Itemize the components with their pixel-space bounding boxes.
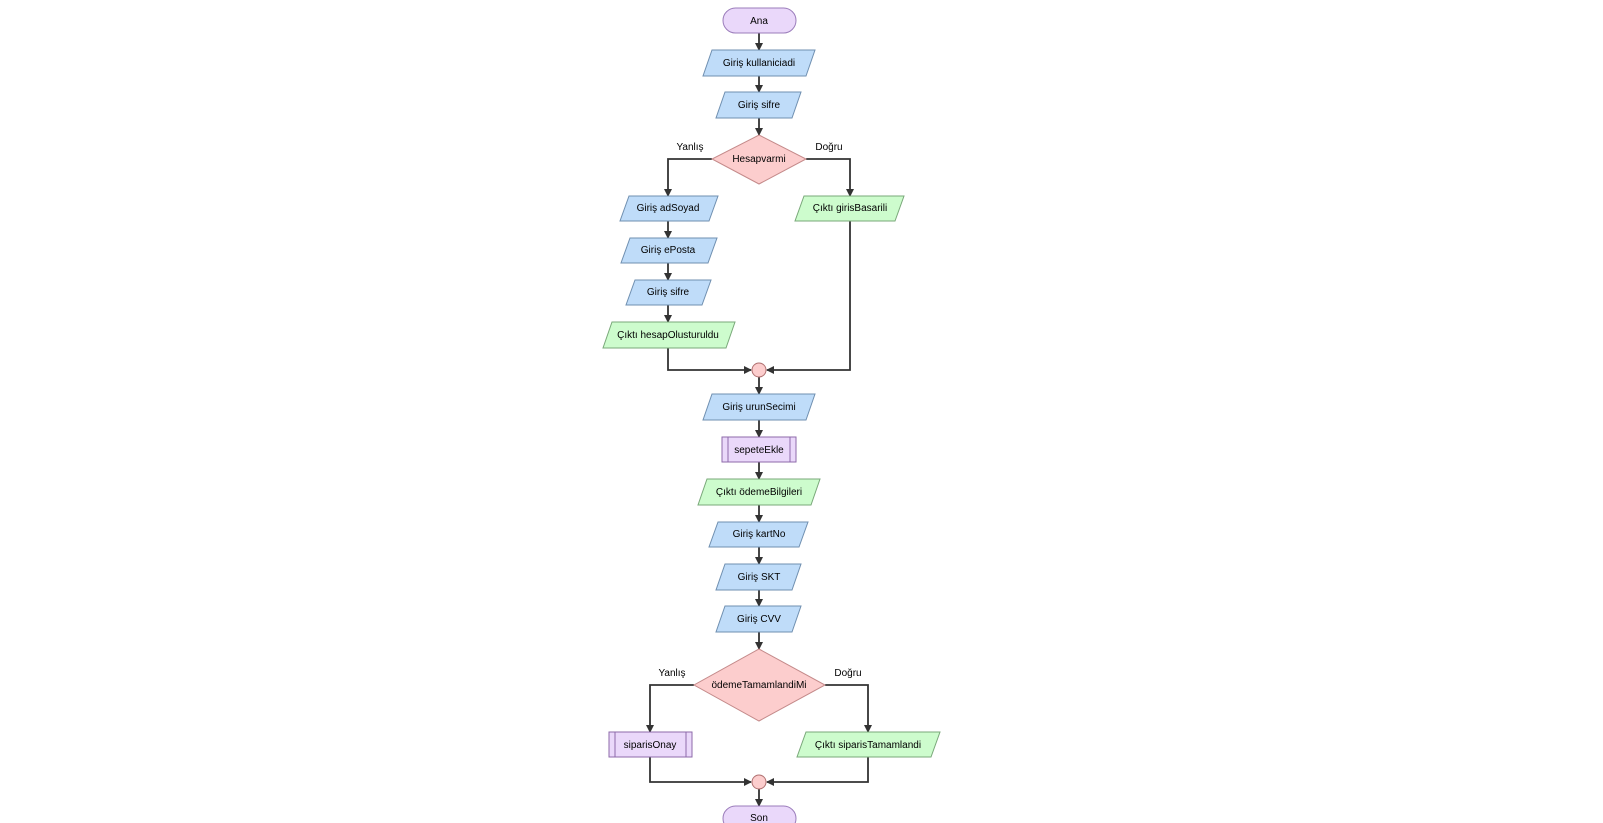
decision-account-node[interactable]: Hesapvarmi — [710, 134, 808, 185]
input-product-node[interactable]: Giriş urunSecimi — [702, 393, 816, 421]
input-password-label: Giriş sifre — [738, 100, 781, 111]
merge-connector-2 — [751, 774, 767, 790]
edge-confirm-merge — [649, 757, 752, 786]
flow-connectors — [646, 33, 872, 807]
edge-decision-true — [806, 158, 854, 197]
process-order-confirm-label: siparisOnay — [624, 740, 677, 751]
branch-true-label-2: Doğru — [834, 668, 861, 679]
input-username-label: Giriş kullaniciadi — [723, 58, 795, 69]
output-login-success-node[interactable]: Çıktı girisBasarili — [794, 195, 905, 222]
process-add-to-cart-node[interactable]: sepeteEkle — [721, 436, 797, 463]
edge-payment-false — [646, 684, 694, 733]
input-new-password-node[interactable]: Giriş sifre — [625, 279, 712, 306]
input-fullname-label: Giriş adSoyad — [637, 203, 700, 214]
output-payment-info-label: Çıktı ödemeBilgileri — [716, 487, 802, 498]
output-login-success-label: Çıktı girisBasarili — [813, 203, 887, 214]
start-label: Ana — [750, 16, 768, 27]
output-payment-info-node[interactable]: Çıktı ödemeBilgileri — [697, 478, 821, 506]
input-card-no-label: Giriş kartNo — [733, 529, 786, 540]
decision-account-label: Hesapvarmi — [732, 154, 785, 165]
decision-payment-label: ödemeTamamlandiMi — [711, 680, 806, 691]
input-product-label: Giriş urunSecimi — [722, 402, 795, 413]
input-fullname-node[interactable]: Giriş adSoyad — [619, 195, 719, 222]
branch-false-label-1: Yanlış — [676, 142, 703, 153]
edge-success-merge — [766, 221, 851, 374]
input-cvv-label: Giriş CVV — [737, 614, 781, 625]
start-terminal[interactable]: Ana — [722, 7, 797, 34]
edge-decision-false — [664, 158, 712, 197]
input-expiry-label: Giriş SKT — [738, 572, 781, 583]
input-new-password-label: Giriş sifre — [647, 287, 690, 298]
input-username-node[interactable]: Giriş kullaniciadi — [702, 49, 816, 77]
input-expiry-node[interactable]: Giriş SKT — [715, 563, 802, 591]
process-add-to-cart-label: sepeteEkle — [734, 445, 784, 456]
edge-created-merge — [667, 348, 752, 374]
output-order-complete-node[interactable]: Çıktı siparisTamamlandi — [796, 731, 941, 758]
branch-false-label-2: Yanlış — [658, 668, 685, 679]
output-account-created-node[interactable]: Çıktı hesapOlusturuldu — [602, 321, 736, 349]
input-email-label: Giriş ePosta — [641, 245, 696, 256]
output-account-created-label: Çıktı hesapOlusturuldu — [617, 330, 719, 341]
merge-connector-1 — [751, 362, 767, 378]
process-order-confirm-node[interactable]: siparisOnay — [608, 731, 693, 758]
output-order-complete-label: Çıktı siparisTamamlandi — [815, 740, 921, 751]
input-email-node[interactable]: Giriş ePosta — [620, 237, 718, 264]
end-label: Son — [750, 813, 768, 823]
branch-true-label-1: Doğru — [815, 142, 842, 153]
edge-payment-true — [825, 684, 872, 733]
input-cvv-node[interactable]: Giriş CVV — [715, 605, 802, 633]
input-password-node[interactable]: Giriş sifre — [715, 91, 802, 119]
edge-complete-merge — [766, 757, 869, 786]
input-card-no-node[interactable]: Giriş kartNo — [708, 521, 809, 548]
decision-payment-node[interactable]: ödemeTamamlandiMi — [692, 648, 827, 722]
end-terminal[interactable]: Son — [722, 805, 797, 823]
